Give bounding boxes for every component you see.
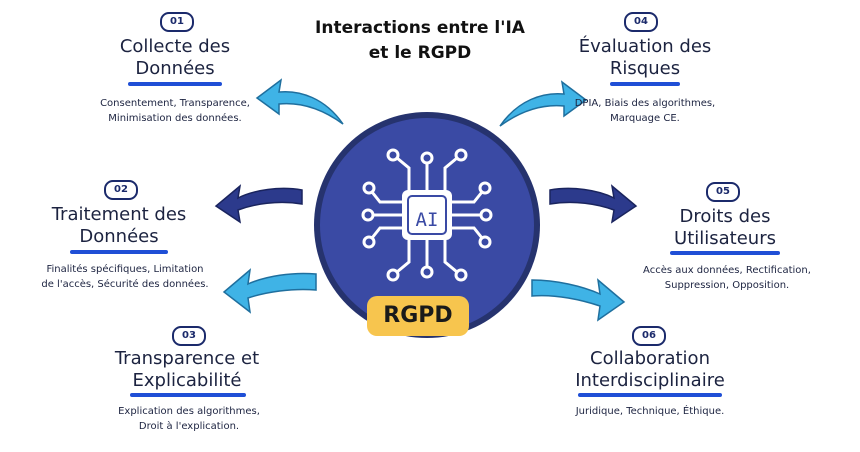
node-01-heading-line-2: Données — [135, 58, 215, 79]
node-03-description-line-2: Droit à l'explication. — [138, 421, 240, 432]
arrow-to-node-06 — [531, 278, 626, 322]
node-05-heading-line-1: Droits des — [679, 206, 771, 227]
node-01-number: 01 — [160, 12, 194, 32]
node-01-description: Consentement, Transparence, Minimisation… — [88, 96, 262, 126]
page-title: Interactions entre l'IA et le RGPD — [300, 16, 540, 66]
center-circle: AI — [314, 112, 540, 338]
node-06-description: Juridique, Technique, Éthique. — [560, 404, 740, 419]
arrow-to-node-01 — [255, 78, 344, 125]
node-05-number: 05 — [706, 182, 740, 202]
node-06-number: 06 — [632, 326, 666, 346]
node-02-heading-line-1: Traitement des — [51, 204, 187, 225]
node-03-description: Explication des algorithmes, Droit à l'e… — [104, 404, 274, 434]
node-02-description: Finalités spécifiques, Limitation de l'a… — [36, 262, 214, 292]
node-04-number: 04 — [624, 12, 658, 32]
node-03-heading-line-2: Explicabilité — [132, 370, 242, 391]
node-04-heading: Évaluation des Risques — [560, 36, 730, 80]
node-05-description-line-2: Suppression, Opposition. — [664, 280, 790, 291]
node-04-description: DPIA, Biais des algorithmes, Marquage CE… — [560, 96, 730, 126]
arrow-to-node-05 — [549, 184, 638, 224]
node-02-description-line-1: Finalités spécifiques, Limitation — [46, 264, 204, 275]
node-01-underline — [128, 82, 222, 86]
node-04-underline — [610, 82, 680, 86]
node-01-description-line-1: Consentement, Transparence, — [100, 98, 250, 109]
ai-chip-label: AI — [415, 209, 439, 231]
node-02-description-line-2: de l'accès, Sécurité des données. — [41, 279, 209, 290]
node-06-description-line-1: Juridique, Technique, Éthique. — [575, 406, 725, 417]
node-05-heading: Droits des Utilisateurs — [640, 206, 810, 250]
node-02-underline — [70, 250, 168, 254]
title-line-1: Interactions entre l'IA — [315, 18, 525, 38]
node-03-number: 03 — [172, 326, 206, 346]
node-06-heading: Collaboration Interdisciplinaire — [560, 348, 740, 392]
node-03-heading-line-1: Transparence et — [114, 348, 260, 369]
node-01-heading: Collecte des Données — [90, 36, 260, 80]
node-03-heading: Transparence et Explicabilité — [104, 348, 270, 392]
node-01-heading-line-1: Collecte des — [119, 36, 231, 57]
node-05-description-line-1: Accès aux données, Rectification, — [643, 265, 811, 276]
rgpd-badge: RGPD — [367, 296, 469, 336]
arrow-to-node-02 — [214, 184, 303, 224]
arrow-to-node-04 — [499, 80, 588, 127]
node-02-heading: Traitement des Données — [36, 204, 202, 248]
node-02-heading-line-2: Données — [79, 226, 159, 247]
node-04-description-line-1: DPIA, Biais des algorithmes, — [574, 98, 716, 109]
node-04-heading-line-2: Risques — [609, 58, 681, 79]
node-05-description: Accès aux données, Rectification, Suppre… — [634, 263, 820, 293]
title-line-2: et le RGPD — [368, 43, 472, 63]
node-05-underline — [670, 251, 780, 255]
arrow-to-node-03 — [222, 268, 317, 314]
node-01-description-line-2: Minimisation des données. — [108, 113, 242, 124]
node-03-description-line-1: Explication des algorithmes, — [118, 406, 260, 417]
ai-chip-icon — [361, 148, 493, 282]
node-03-underline — [130, 393, 246, 397]
node-05-heading-line-2: Utilisateurs — [674, 228, 776, 249]
node-06-heading-line-2: Interdisciplinaire — [575, 370, 725, 391]
node-02-number: 02 — [104, 180, 138, 200]
node-04-description-line-2: Marquage CE. — [610, 113, 680, 124]
node-06-underline — [578, 393, 722, 397]
node-06-heading-line-1: Collaboration — [590, 348, 710, 369]
node-04-heading-line-1: Évaluation des — [578, 36, 712, 57]
